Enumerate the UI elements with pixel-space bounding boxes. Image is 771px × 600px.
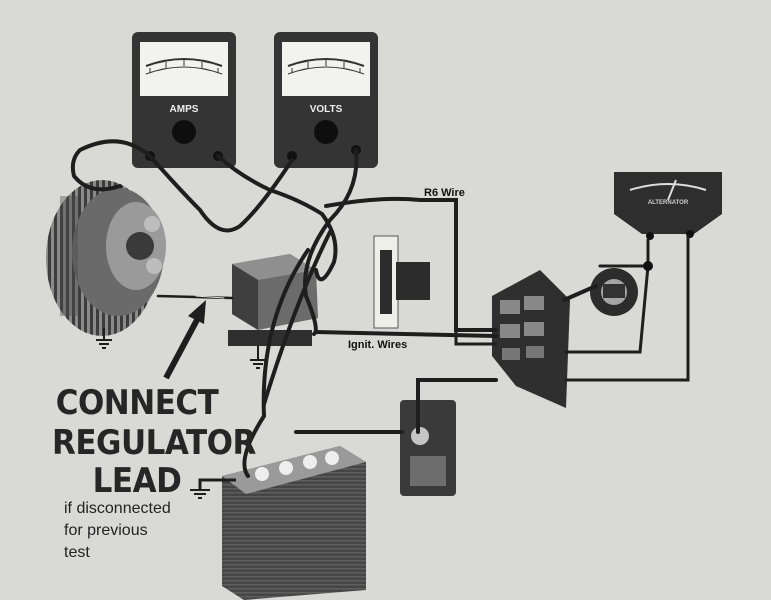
voltmeter: [274, 32, 378, 168]
ammeter: [132, 32, 236, 168]
alternator: [46, 180, 166, 336]
ignition-resistor: [373, 235, 430, 329]
wires: [70, 139, 690, 478]
callout-line-2: REGULATOR: [52, 424, 256, 463]
ground-symbol-alternator: [96, 328, 112, 349]
ground-symbol-regulator: [250, 346, 266, 369]
ignit-wires-label: Ignit. Wires: [348, 339, 408, 351]
battery: [222, 446, 366, 600]
ignition-switch: [492, 270, 570, 408]
callout-arrow: [163, 300, 206, 380]
ground-symbol-battery: [190, 478, 236, 499]
amps-label: AMPS: [169, 104, 199, 115]
volts-label: VOLTS: [309, 104, 343, 115]
note-line-3: test: [64, 544, 90, 561]
note-line-1: if disconnected: [64, 500, 171, 517]
starter-relay: [400, 400, 456, 496]
junction-dot: [643, 261, 653, 271]
alternator-gauge-label: ALTERNATOR: [647, 200, 689, 206]
callout-line-3: LEAD: [92, 462, 182, 501]
field-connector: [590, 268, 638, 316]
r6-wire-label: R6 Wire: [424, 187, 465, 199]
alternator-gauge: [614, 172, 722, 240]
callout-line-1: CONNECT: [55, 384, 219, 423]
note-line-2: for previous: [64, 522, 148, 539]
